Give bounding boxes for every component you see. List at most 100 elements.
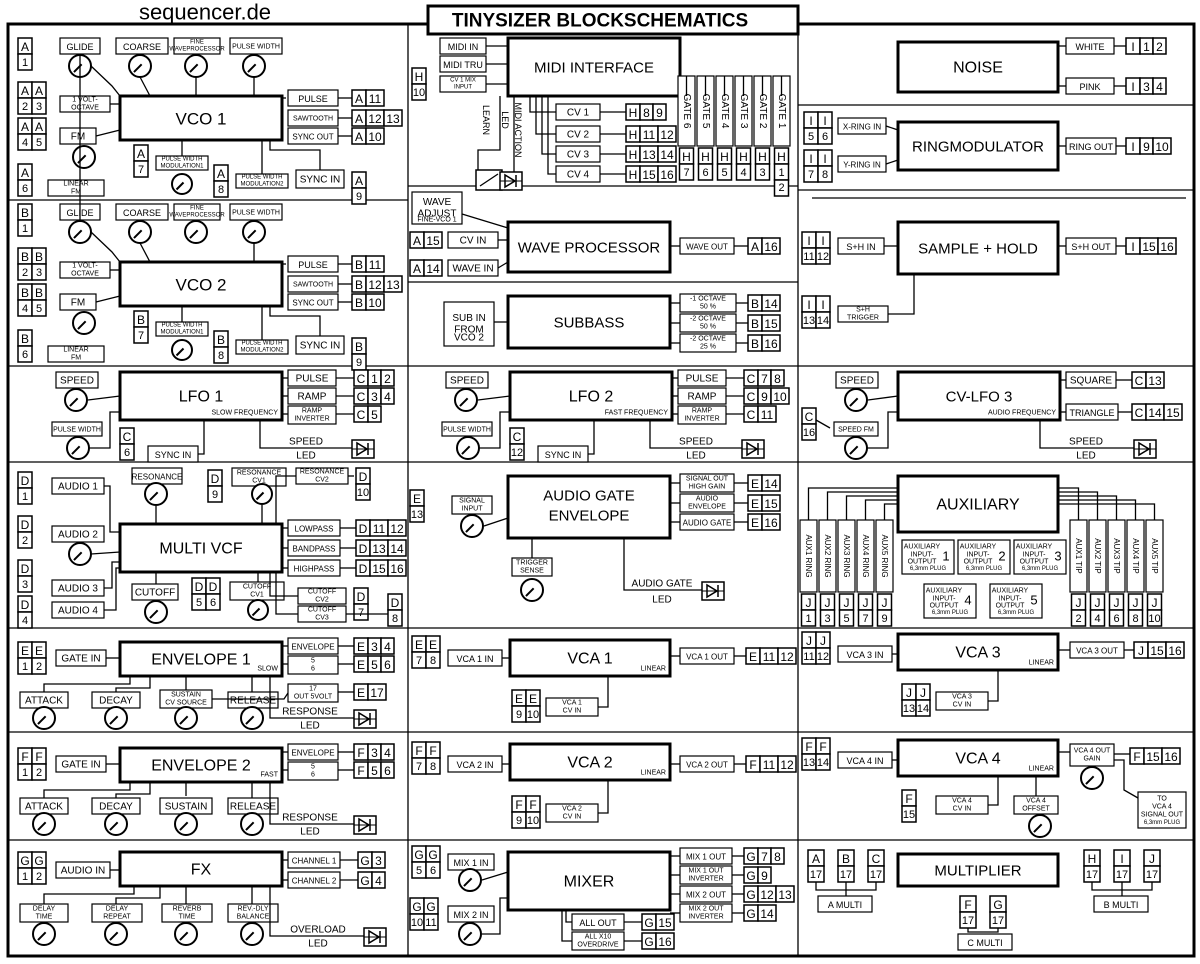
knob-icon[interactable] xyxy=(844,436,868,460)
jack-socket[interactable]: A2 xyxy=(17,81,33,115)
jack-socket[interactable]: F17 xyxy=(959,895,977,929)
jack-socket[interactable]: D7 xyxy=(353,587,369,621)
jack-socket[interactable]: B4 xyxy=(17,283,33,317)
jack-socket[interactable]: A1 xyxy=(17,37,33,71)
jack-socket[interactable]: I6 xyxy=(817,111,833,145)
jack-socket[interactable]: I11 xyxy=(801,231,817,265)
knob-icon[interactable] xyxy=(1028,814,1052,838)
knob-icon[interactable] xyxy=(32,812,56,836)
jack-socket[interactable]: B17 xyxy=(837,849,855,883)
jack-socket[interactable]: D10 xyxy=(355,467,371,501)
jack-socket[interactable]: E8 xyxy=(425,635,441,669)
jack-socket[interactable]: A7 xyxy=(133,144,149,178)
knob-icon[interactable] xyxy=(454,388,478,412)
knob-icon[interactable] xyxy=(184,220,208,244)
jack-socket[interactable]: J14 xyxy=(915,683,931,717)
jack-socket[interactable]: A6 xyxy=(17,163,33,197)
knob-icon[interactable] xyxy=(174,922,198,946)
knob-icon[interactable] xyxy=(72,311,96,335)
jack-socket[interactable]: A8 xyxy=(213,164,229,198)
knob-icon[interactable] xyxy=(66,436,90,460)
jack-socket[interactable]: F13 xyxy=(801,737,817,771)
jack-socket[interactable]: J11 xyxy=(801,631,817,665)
knob-icon[interactable] xyxy=(458,922,482,946)
jack-socket[interactable]: G17 xyxy=(989,895,1007,929)
jack-socket[interactable]: B1 xyxy=(17,203,33,237)
jack-socket[interactable]: J4 xyxy=(1089,593,1106,627)
jack-socket[interactable]: D8 xyxy=(387,593,403,627)
jack-socket[interactable]: H4 xyxy=(735,147,752,181)
jack-socket[interactable]: H10 xyxy=(411,67,427,101)
knob-icon[interactable] xyxy=(460,514,484,538)
jack-socket[interactable]: B8 xyxy=(213,330,229,364)
knob-icon[interactable] xyxy=(32,706,56,730)
jack-socket[interactable]: H6 xyxy=(697,147,714,181)
jack-socket[interactable]: G5 xyxy=(411,845,427,879)
jack-socket[interactable]: G2 xyxy=(31,851,47,885)
jack-socket[interactable]: I13 xyxy=(801,295,817,329)
jack-socket[interactable]: F10 xyxy=(525,795,541,829)
knob-icon[interactable] xyxy=(72,145,96,169)
knob-icon[interactable] xyxy=(240,922,264,946)
knob-icon[interactable] xyxy=(456,436,480,460)
knob-icon[interactable] xyxy=(32,922,56,946)
jack-socket[interactable]: E9 xyxy=(511,689,527,723)
jack-socket[interactable]: I8 xyxy=(817,149,833,183)
jack-socket[interactable]: E1 xyxy=(17,641,33,675)
jack-socket[interactable]: C6 xyxy=(119,427,135,461)
jack-socket[interactable]: F1 xyxy=(17,747,33,781)
knob-icon[interactable] xyxy=(247,599,269,621)
jack-socket[interactable]: F14 xyxy=(815,737,831,771)
jack-socket[interactable]: B3 xyxy=(31,247,47,281)
jack-socket[interactable]: G1 xyxy=(17,851,33,885)
jack-socket[interactable]: A5 xyxy=(31,117,47,151)
knob-icon[interactable] xyxy=(144,600,168,624)
jack-socket[interactable]: D2 xyxy=(17,515,33,549)
jack-socket[interactable]: J10 xyxy=(1146,593,1163,627)
jack-socket[interactable]: J2 xyxy=(1070,593,1087,627)
jack-socket[interactable]: J9 xyxy=(876,593,893,627)
jack-socket[interactable]: J8 xyxy=(1127,593,1144,627)
jack-socket[interactable]: I14 xyxy=(815,295,831,329)
knob-icon[interactable] xyxy=(844,388,868,412)
knob-icon[interactable] xyxy=(240,812,264,836)
knob-icon[interactable] xyxy=(1080,766,1104,790)
jack-socket[interactable]: J12 xyxy=(815,631,831,665)
jack-socket[interactable]: C12 xyxy=(509,427,525,461)
jack-socket[interactable]: I5 xyxy=(803,111,819,145)
jack-socket[interactable]: C17 xyxy=(867,849,885,883)
jack-socket[interactable]: F15 xyxy=(901,789,917,823)
knob-icon[interactable] xyxy=(174,812,198,836)
jack-socket[interactable]: E13 xyxy=(409,489,425,523)
knob-icon[interactable] xyxy=(128,220,152,244)
